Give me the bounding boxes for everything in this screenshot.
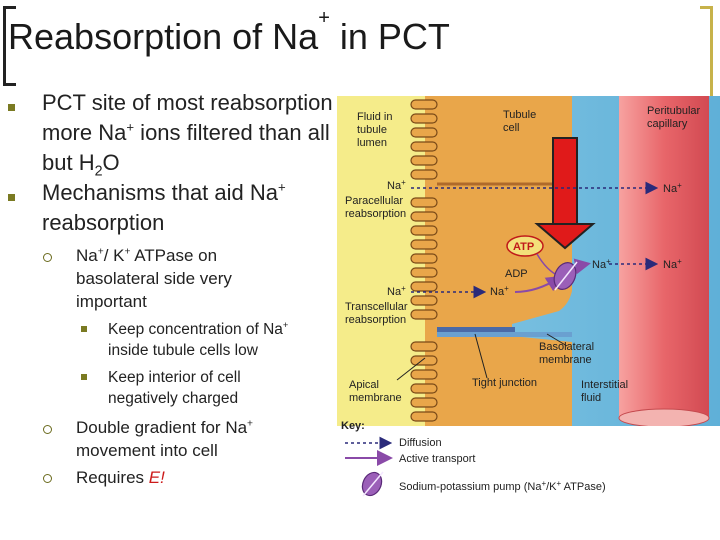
label-transcellular-2: reabsorption xyxy=(345,314,406,326)
label-transcellular-1: Transcellular xyxy=(345,301,408,313)
sub-bullet-atpase: Na+/ K+ ATPase on basolateral side very … xyxy=(76,246,232,311)
leader-tight-junction xyxy=(474,333,488,379)
key-label: Key: xyxy=(341,420,365,432)
label-atp: ATP xyxy=(513,241,534,253)
bullet-marker xyxy=(8,194,15,201)
label-tight-junction: Tight junction xyxy=(472,377,537,389)
pump-arrow xyxy=(554,261,578,291)
key-panel xyxy=(337,426,720,506)
label-interstitial-1: Interstitial xyxy=(581,379,628,391)
label-na-cap-1: Na+ xyxy=(663,181,682,195)
label-basolateral-2: membrane xyxy=(539,354,592,366)
label-na-para: Na+ xyxy=(387,178,406,192)
sub-sub-bullet-charge: Keep interior of cell negatively charged xyxy=(108,369,241,407)
bullet-marker xyxy=(81,374,87,380)
label-peritubular-1: Peritubular xyxy=(647,105,701,117)
label-na-cap-2: Na+ xyxy=(663,257,682,271)
label-na-trans: Na+ xyxy=(387,284,406,298)
bullet-marker xyxy=(8,104,15,111)
na-reabsorption-diagram: Fluid in tubule lumen Tubule cell Peritu… xyxy=(337,96,720,506)
highlight-arrow-head xyxy=(534,223,596,250)
label-na-cell: Na+ xyxy=(592,257,611,271)
label-fluid-lumen-1: Fluid in xyxy=(357,111,392,123)
sub-bullet-marker xyxy=(43,425,52,434)
sub-sub-bullet-concentration: Keep concentration of Na+ inside tubule … xyxy=(108,319,289,359)
label-basolateral-1: Basolateral xyxy=(539,341,594,353)
highlight-arrow-shaft xyxy=(552,137,578,227)
label-interstitial-2: fluid xyxy=(581,392,601,404)
junction-gap xyxy=(437,332,572,337)
label-paracellular-1: Paracellular xyxy=(345,195,403,207)
peritubular-capillary xyxy=(619,96,709,418)
label-apical-2: membrane xyxy=(349,392,402,404)
tubule-cell-region xyxy=(425,96,572,426)
sub-bullet-double-gradient: Double gradient for Na+ movement into ce… xyxy=(76,418,253,460)
sub-bullet-requires-energy: Requires E! xyxy=(76,468,165,487)
atp-badge xyxy=(506,235,544,257)
bullet-pct-site: PCT site of most reabsorption - more Na+… xyxy=(42,90,347,180)
label-na-cell-2: Na+ xyxy=(490,284,509,298)
label-tubule-cell-2: cell xyxy=(503,122,520,134)
slide-title: Reabsorption of Na+ in PCT xyxy=(8,7,450,57)
label-peritubular-2: capillary xyxy=(647,118,688,130)
sub-bullet-marker xyxy=(43,474,52,483)
bullet-mechanisms: Mechanisms that aid Na+ reabsorption xyxy=(42,179,286,235)
title-bracket-left xyxy=(3,6,16,86)
key-pump-icon xyxy=(361,471,383,497)
bullet-marker xyxy=(81,326,87,332)
label-fluid-lumen-2: tubule xyxy=(357,124,387,136)
label-fluid-lumen-3: lumen xyxy=(357,137,387,149)
title-bracket-right xyxy=(700,6,713,108)
label-adp: ADP xyxy=(505,268,528,280)
label-tubule-cell-1: Tubule xyxy=(503,109,536,121)
leader-apical xyxy=(396,357,426,381)
sub-bullet-marker xyxy=(43,253,52,262)
key-pump-label: Sodium-potassium pump (Na+/K+ ATPase) xyxy=(399,479,606,493)
key-diffusion-label: Diffusion xyxy=(399,437,442,449)
microvilli xyxy=(410,99,438,422)
label-apical-1: Apical xyxy=(349,379,379,391)
key-active-label: Active transport xyxy=(399,453,475,465)
leader-basolateral xyxy=(546,333,568,347)
capillary-end xyxy=(618,408,710,428)
key-pump-icon-arrow xyxy=(362,471,384,497)
label-paracellular-2: reabsorption xyxy=(345,208,406,220)
